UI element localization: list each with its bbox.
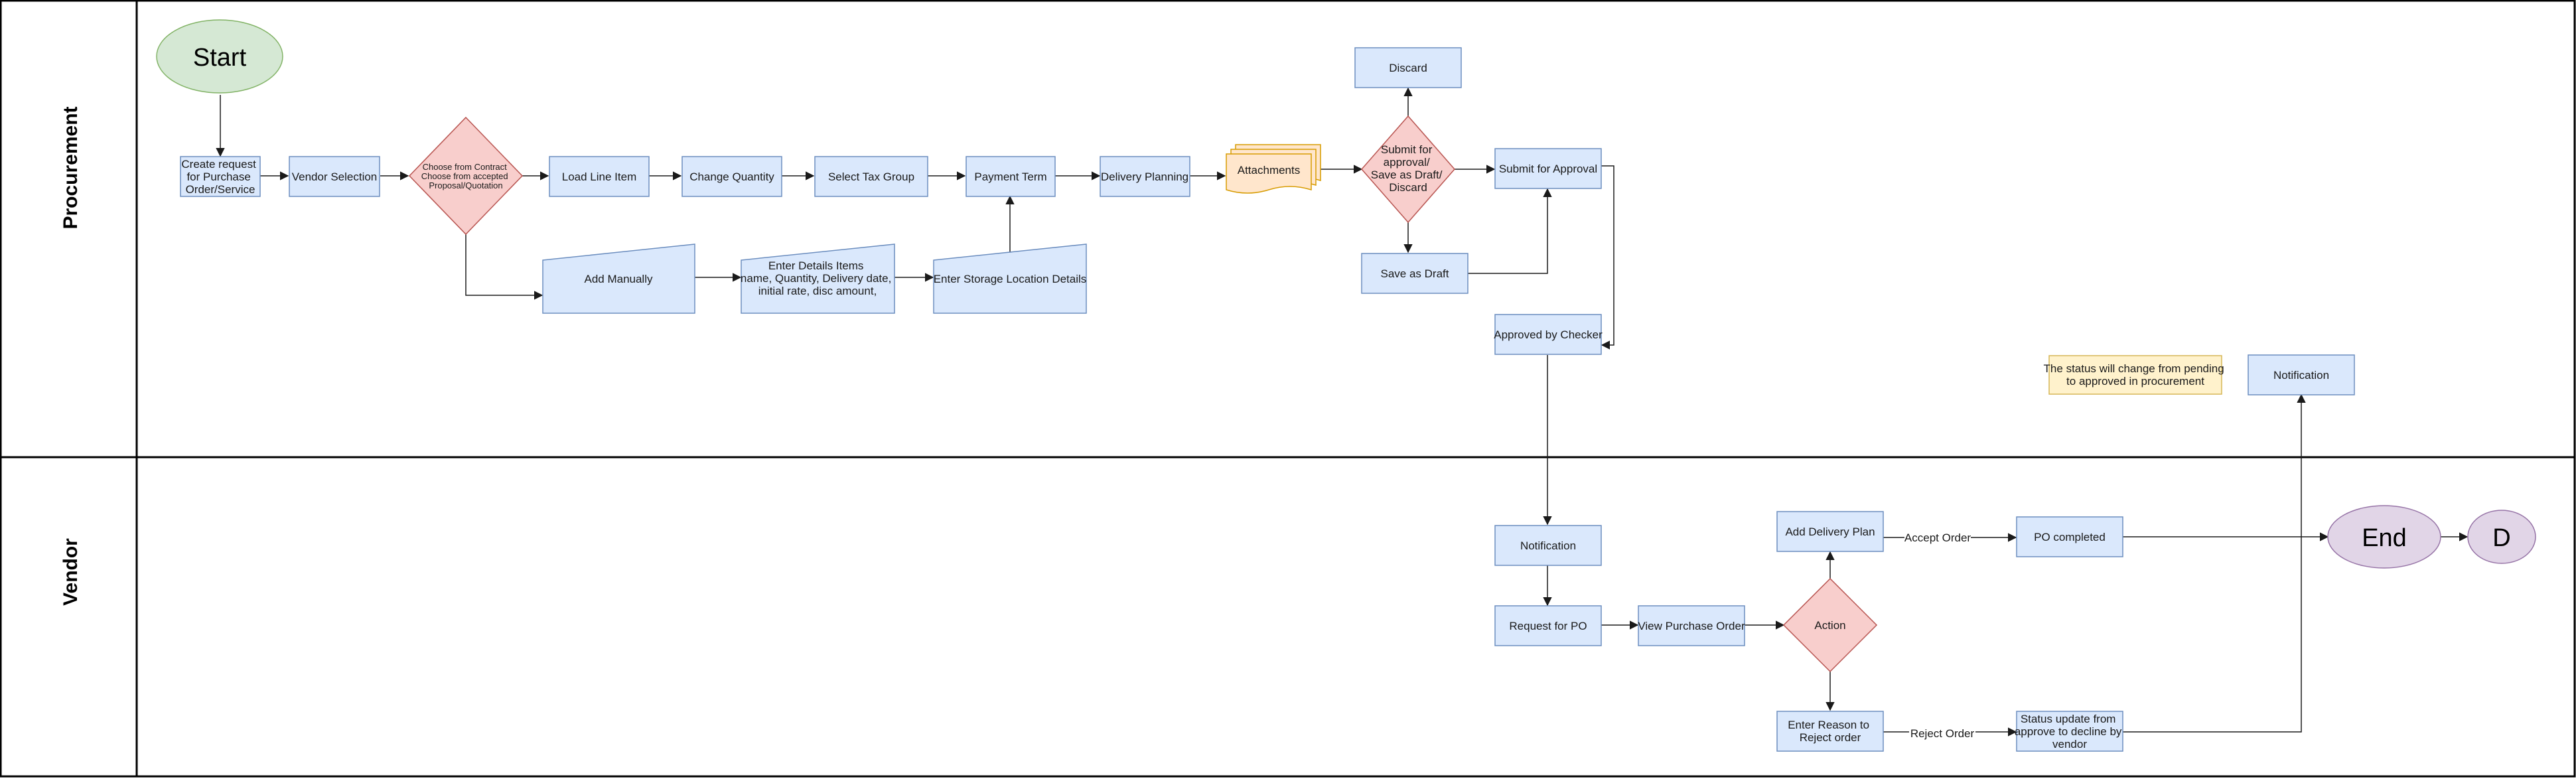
vendor-selection-label: Vendor Selection <box>292 171 378 183</box>
lane-title-vendor: Vendor <box>60 538 82 606</box>
add-delivery-plan-label: Add Delivery Plan <box>1785 526 1875 538</box>
svg-text:The status will change from pe: The status will change from pending to a… <box>2044 362 2228 388</box>
choose-contract-line-2: Choose from accepted <box>421 171 508 181</box>
status-note-line-1: The status will change from pending <box>2044 362 2224 375</box>
enter-details-node[interactable]: Enter Details Items name, Quantity, Deli… <box>741 244 895 314</box>
create-request-line-1: Create request <box>181 158 256 171</box>
approved-by-checker-label: Approved by Checker <box>1494 328 1603 341</box>
view-purchase-order-label: View Purchase Order <box>1638 620 1745 632</box>
notification-top-label: Notification <box>2273 369 2329 382</box>
save-as-draft-label: Save as Draft <box>1381 267 1449 280</box>
discard-label: Discard <box>1389 62 1427 74</box>
submit-for-approval-label: Submit for Approval <box>1499 163 1597 175</box>
approved-by-checker-node[interactable]: Approved by Checker <box>1494 314 1603 355</box>
svg-text:Enter Reason to Reject o: Enter Reason to Reject order <box>1788 719 1873 744</box>
action-label: Action <box>1814 619 1845 632</box>
delivery-planning-node[interactable]: Delivery Planning <box>1100 156 1190 197</box>
choose-contract-line-1: Choose from Contract <box>423 162 508 172</box>
svg-text:Choose from Contract Cho: Choose from Contract Choose from accepte… <box>421 162 510 190</box>
submit-decision-line-1: Submit for <box>1381 143 1433 156</box>
edge-approval-checker <box>1601 165 1614 350</box>
payment-term-node[interactable]: Payment Term <box>966 156 1056 197</box>
enter-details-line-1: Enter Details Items <box>768 259 864 272</box>
edge-statusupdate-notification <box>2122 393 2306 733</box>
payment-term-label: Payment Term <box>974 171 1046 183</box>
view-purchase-order-node[interactable]: View Purchase Order <box>1638 605 1745 646</box>
po-completed-node[interactable]: PO completed <box>2016 516 2123 557</box>
enter-reason-line-1: Enter Reason to <box>1788 719 1869 731</box>
svg-text:Enter Details Items name: Enter Details Items name, Quantity, Deli… <box>741 259 894 297</box>
notification-vendor-label: Notification <box>1520 539 1576 552</box>
notification-vendor-node[interactable]: Notification <box>1494 525 1602 566</box>
submit-for-approval-node[interactable]: Submit for Approval <box>1494 148 1602 189</box>
create-request-line-3: Order/Service <box>186 183 255 196</box>
status-update-line-1: Status update from <box>2021 713 2116 725</box>
attachments-label: Attachments <box>1238 164 1301 177</box>
attachments-node[interactable]: Attachments <box>1226 144 1321 194</box>
add-manually-node[interactable]: Add Manually <box>542 244 695 314</box>
reject-order-label: Reject Order <box>1910 727 1975 740</box>
discard-node[interactable]: Discard <box>1354 47 1462 88</box>
start-label: Start <box>193 44 247 72</box>
status-update-node[interactable]: Status update from approve to decline by… <box>2015 711 2125 752</box>
status-note: The status will change from pending to a… <box>2044 355 2228 395</box>
submit-decision[interactable]: Submit for approval/ Save as Draft/ Disc… <box>1361 115 1455 224</box>
edge-choose-manual <box>465 234 543 300</box>
action-decision[interactable]: Action <box>1782 577 1878 673</box>
edge-label-accept: Accept Order <box>1904 530 1971 545</box>
request-for-po-node[interactable]: Request for PO <box>1494 605 1602 646</box>
d-node[interactable]: D <box>2467 510 2536 564</box>
notification-top-node[interactable]: Notification <box>2248 354 2355 395</box>
select-tax-group-label: Select Tax Group <box>828 171 914 183</box>
edge-draft-approval <box>1468 188 1552 274</box>
svg-text:Submit for approval/: Submit for approval/ Save as Draft/ Disc… <box>1371 143 1445 194</box>
vendor-selection-node[interactable]: Vendor Selection <box>289 156 380 197</box>
svg-text:Status update from appro: Status update from approve to decline by… <box>2015 713 2125 750</box>
lane-vendor: Vendor <box>0 456 2576 778</box>
accept-order-label: Accept Order <box>1904 532 1971 544</box>
add-delivery-plan-node[interactable]: Add Delivery Plan <box>1776 511 1884 552</box>
enter-reason-line-2: Reject order <box>1800 731 1861 744</box>
load-line-item-label: Load Line Item <box>562 171 636 183</box>
edges <box>216 87 2469 737</box>
edge-label-reject: Reject Order <box>1909 725 1975 740</box>
load-line-item-node[interactable]: Load Line Item <box>549 156 650 197</box>
enter-storage-node[interactable]: Enter Storage Location Details <box>933 244 1087 314</box>
create-request-line-2: for Purchase <box>186 171 250 183</box>
choose-contract-decision[interactable]: Choose from Contract Choose from accepte… <box>408 116 524 236</box>
svg-text:Create request for Purch: Create request for Purchase Order/Servic… <box>181 158 259 196</box>
end-label: End <box>2362 524 2407 552</box>
change-quantity-label: Change Quantity <box>689 171 774 183</box>
submit-decision-line-2: approval/ <box>1384 156 1430 169</box>
change-quantity-node[interactable]: Change Quantity <box>681 156 782 197</box>
enter-details-line-2: name, Quantity, Delivery date, <box>741 272 891 285</box>
d-label: D <box>2492 524 2510 552</box>
create-request-node[interactable]: Create request for Purchase Order/Servic… <box>180 156 261 197</box>
status-update-line-2: approve to decline by <box>2015 725 2122 738</box>
po-completed-label: PO completed <box>2034 531 2106 543</box>
enter-details-line-3: initial rate, disc amount, <box>758 285 877 297</box>
enter-reason-node[interactable]: Enter Reason to Reject order <box>1776 711 1884 752</box>
submit-decision-line-4: Discard <box>1389 181 1427 194</box>
request-for-po-label: Request for PO <box>1509 620 1587 632</box>
select-tax-group-node[interactable]: Select Tax Group <box>814 156 928 197</box>
delivery-planning-label: Delivery Planning <box>1101 171 1188 183</box>
enter-storage-label: Enter Storage Location Details <box>934 273 1087 285</box>
status-update-line-3: vendor <box>2052 738 2087 750</box>
start-node[interactable]: Start <box>156 19 283 94</box>
lane-title-procurement: Procurement <box>60 106 82 229</box>
submit-decision-line-3: Save as Draft/ <box>1371 169 1443 181</box>
save-as-draft-node[interactable]: Save as Draft <box>1361 253 1468 294</box>
add-manually-label: Add Manually <box>584 273 653 285</box>
status-note-line-2: to approved in procurement <box>2066 375 2204 388</box>
end-node[interactable]: End <box>2327 505 2441 569</box>
choose-contract-line-3: Proposal/Quotation <box>429 180 502 190</box>
